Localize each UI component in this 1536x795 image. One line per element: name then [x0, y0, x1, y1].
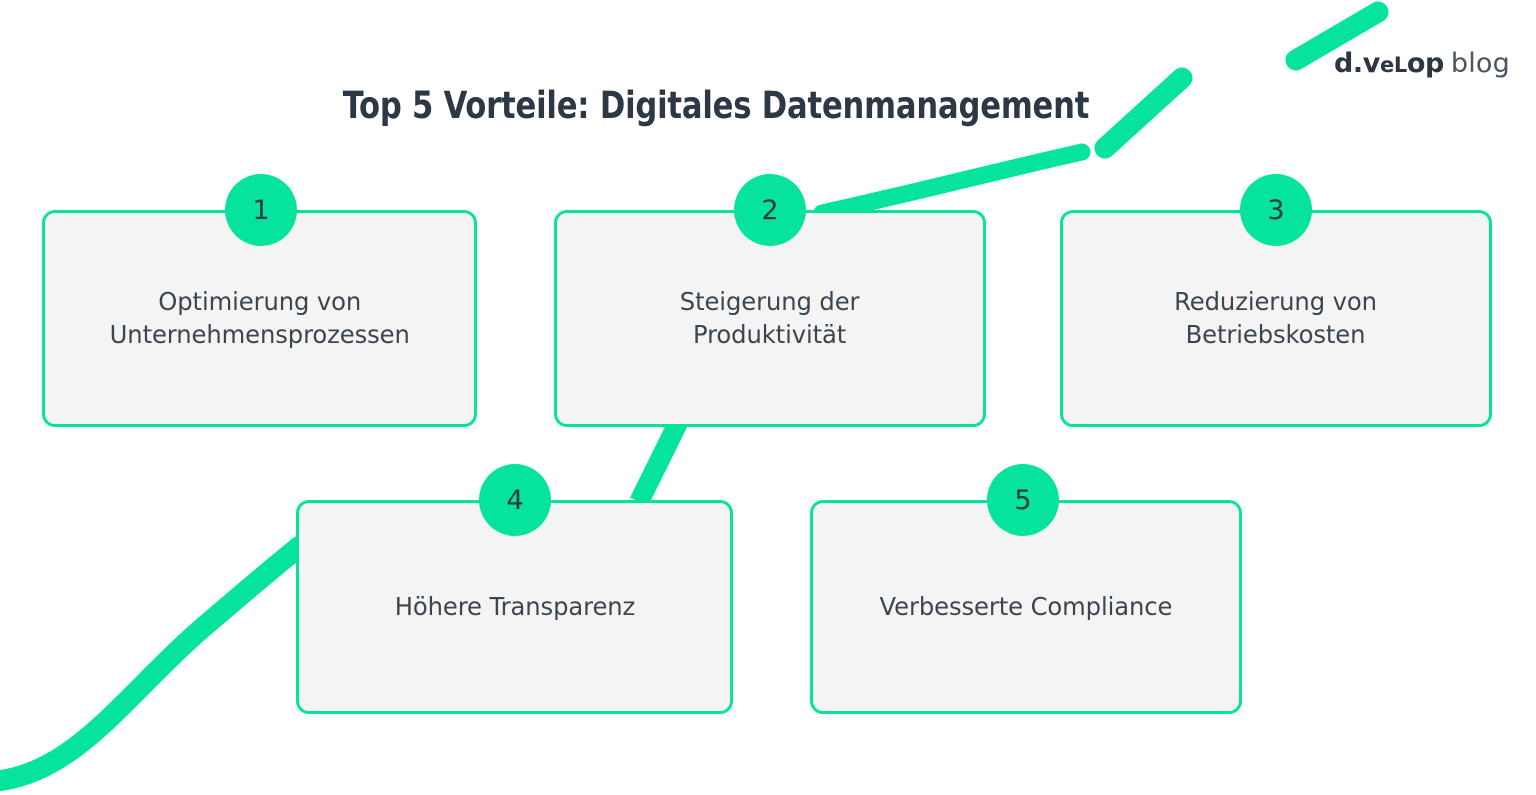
benefit-card-1-label: Optimierung von Unternehmensprozessen: [109, 287, 410, 349]
benefit-badge-2: 2: [734, 174, 806, 246]
benefit-badge-5: 5: [987, 464, 1059, 536]
logo-dvelop-wordmark: d.veLop: [1334, 48, 1444, 79]
benefit-badge-4: 4: [479, 464, 551, 536]
benefit-card-2-label: Steigerung der Produktivität: [680, 287, 860, 349]
page-title: Top 5 Vorteile: Digitales Datenmanagemen…: [342, 84, 1090, 127]
benefit-badge-3: 3: [1240, 174, 1312, 246]
benefit-badge-1: 1: [225, 174, 297, 246]
benefit-card-3-label: Reduzierung von Betriebskosten: [1174, 287, 1378, 349]
benefit-card-1[interactable]: Optimierung von Unternehmensprozessen: [42, 210, 477, 427]
benefit-badge-2-number: 2: [761, 194, 779, 226]
benefit-badge-5-number: 5: [1014, 484, 1032, 516]
s-curve-to-card-4: [0, 535, 311, 792]
brand-logo: d.veLop blog: [1334, 48, 1510, 79]
benefit-badge-3-number: 3: [1267, 194, 1285, 226]
benefit-card-2[interactable]: Steigerung der Produktivität: [554, 210, 986, 427]
logo-blog-suffix: blog: [1450, 48, 1510, 79]
benefit-badge-4-number: 4: [506, 484, 524, 516]
benefit-card-4-label: Höhere Transparenz: [394, 591, 635, 621]
benefit-card-3[interactable]: Reduzierung von Betriebskosten: [1060, 210, 1492, 427]
sweep-curve-card2-to-upper-right: [813, 143, 1091, 222]
benefit-card-5-label: Verbesserte Compliance: [879, 591, 1173, 621]
diagonal-connector-card2-card4: [630, 418, 687, 507]
benefit-badge-1-number: 1: [252, 194, 270, 226]
